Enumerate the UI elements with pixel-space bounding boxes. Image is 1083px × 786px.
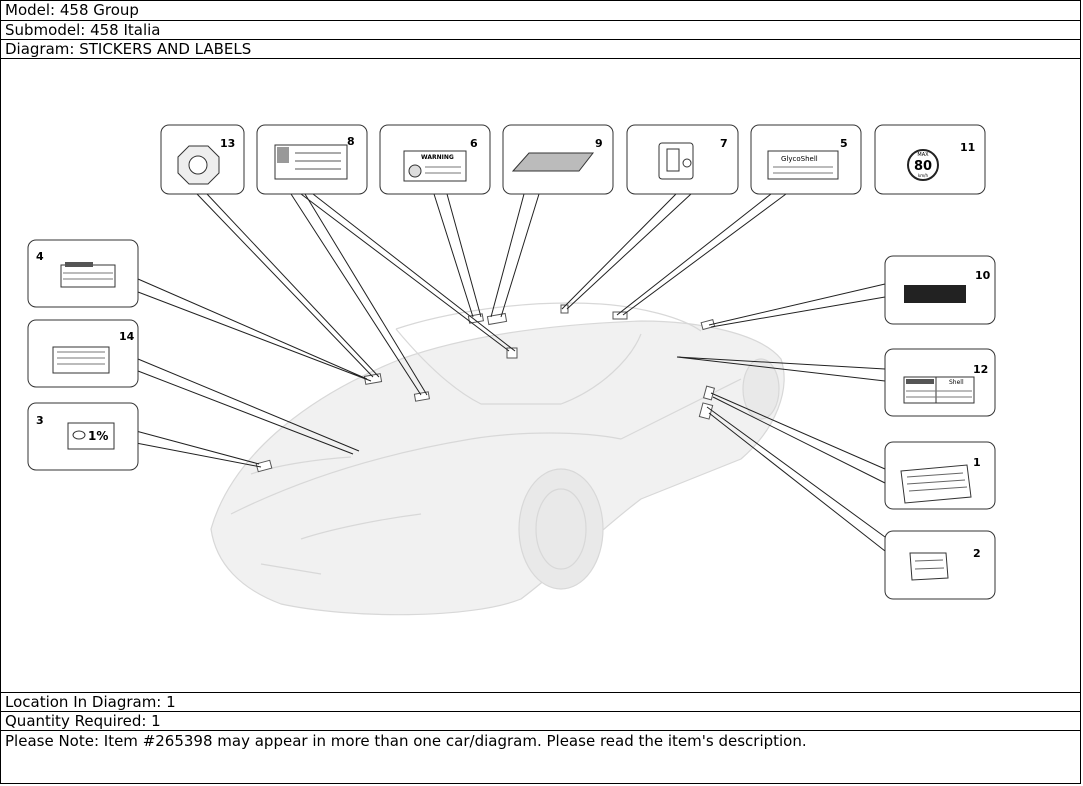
warning-label-text: WARNING [421, 154, 454, 161]
glycoshell-label-text: GlycoShell [781, 155, 818, 163]
diagram-row: Diagram: STICKERS AND LABELS [0, 40, 1081, 59]
speed-value-text: 80 [914, 159, 932, 174]
callout-3-number: 3 [36, 414, 44, 427]
note-row: Please Note: Item #265398 may appear in … [0, 731, 1081, 783]
car-illustration [210, 302, 785, 616]
callout-8-number: 8 [347, 135, 355, 148]
callout-13: 13 [160, 124, 245, 195]
model-row: Model: 458 Group [0, 0, 1081, 21]
callout-5: GlycoShell 5 [750, 124, 862, 195]
submodel-row: Submodel: 458 Italia [0, 21, 1081, 40]
callout-14-number: 14 [119, 330, 135, 343]
note-text: Please Note: Item #265398 may appear in … [5, 732, 807, 750]
callout-4: 4 [27, 239, 139, 308]
shell-label-text: Shell [949, 379, 964, 386]
diagram-area: 13 8 WARNING 6 9 [1, 59, 1080, 693]
sticker-markers [255, 304, 716, 473]
callout-10-number: 10 [975, 269, 991, 282]
callout-8: 8 [256, 124, 368, 195]
leader-lines [135, 193, 886, 552]
headlamp-percent-text: 1% [88, 429, 108, 443]
callout-11: MAX 80 km/h 11 [874, 124, 986, 195]
callout-3: 1% 3 [27, 402, 139, 471]
callout-1-number: 1 [973, 456, 981, 469]
diagram-title: Diagram: STICKERS AND LABELS [5, 40, 252, 58]
speed-unit-text: km/h [918, 173, 929, 178]
callout-9: 9 [502, 124, 614, 195]
callout-6-number: 6 [470, 137, 478, 150]
callout-1: 1 [884, 441, 996, 510]
model-text: Model: 458 Group [5, 1, 139, 19]
callout-2-number: 2 [973, 547, 981, 560]
location-row: Location In Diagram: 1 [0, 693, 1081, 712]
callout-7: 7 [626, 124, 739, 195]
stickers-diagram: 13 8 WARNING 6 9 [27, 124, 996, 616]
quantity-text: Quantity Required: 1 [5, 712, 161, 730]
callout-11-number: 11 [960, 141, 975, 154]
callout-12-number: 12 [973, 363, 988, 376]
callout-5-number: 5 [840, 137, 848, 150]
callout-12: Shell 12 [884, 348, 996, 417]
callout-14: 14 [27, 319, 139, 388]
callout-4-number: 4 [36, 250, 44, 263]
callout-10: 10 [884, 255, 996, 325]
speed-top-text: MAX [917, 152, 929, 158]
callout-13-number: 13 [220, 137, 235, 150]
quantity-row: Quantity Required: 1 [0, 712, 1081, 731]
callout-7-number: 7 [720, 137, 728, 150]
callout-9-number: 9 [595, 137, 603, 150]
callout-6: WARNING 6 [379, 124, 491, 195]
submodel-text: Submodel: 458 Italia [5, 21, 161, 39]
location-text: Location In Diagram: 1 [5, 693, 176, 711]
callout-2: 2 [884, 530, 996, 600]
